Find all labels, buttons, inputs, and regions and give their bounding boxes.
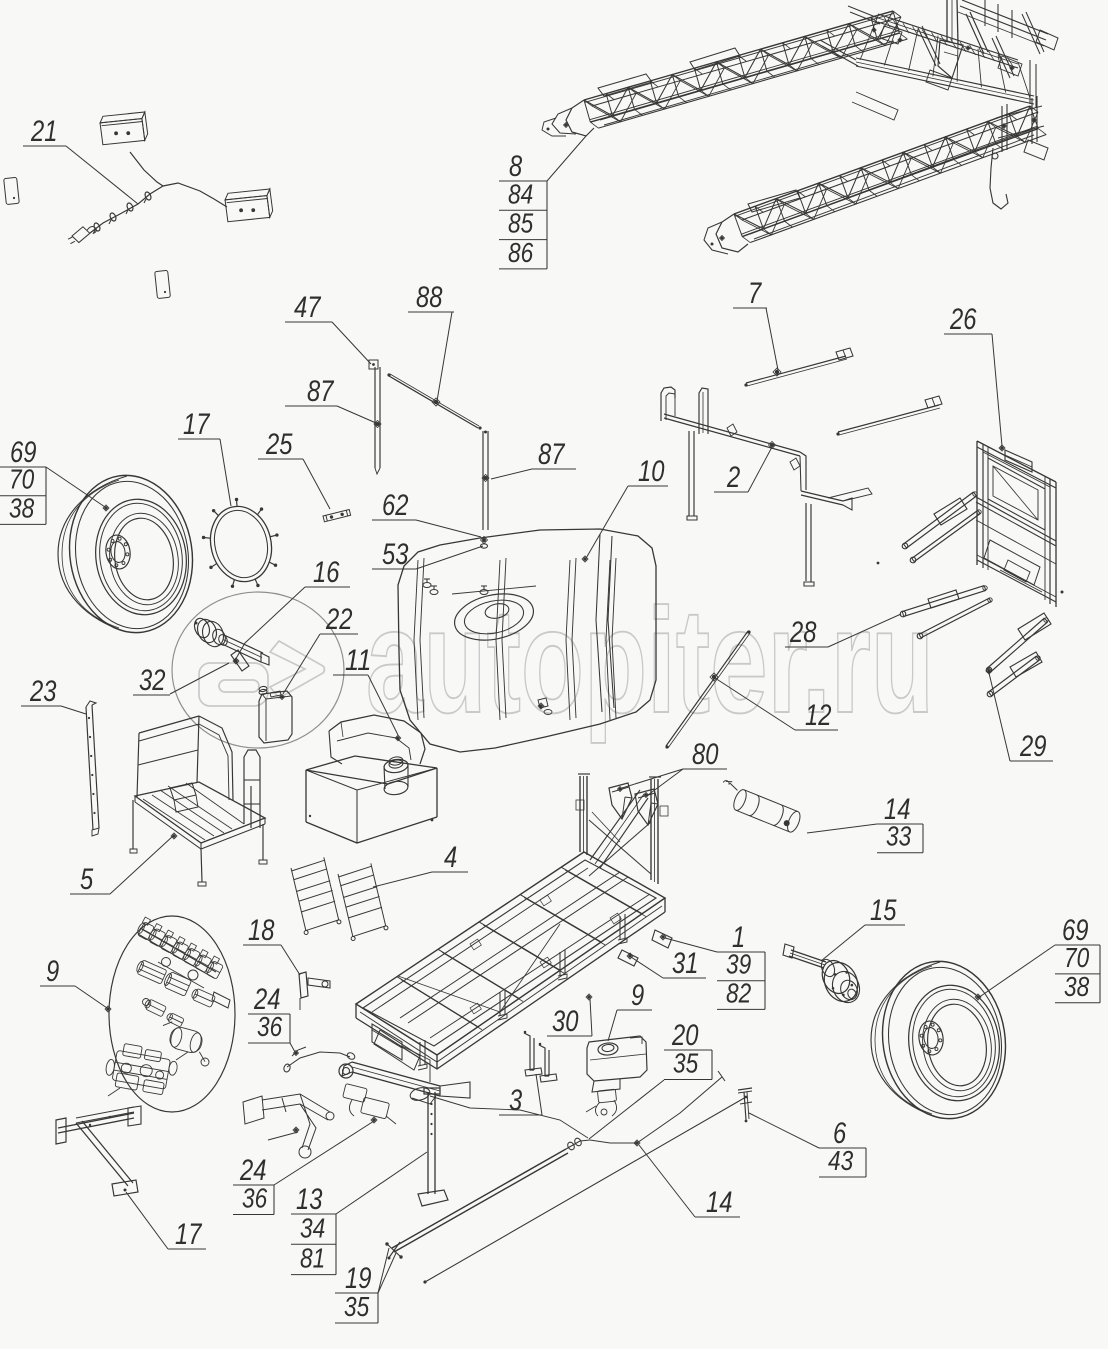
svg-text:81: 81	[300, 1243, 325, 1274]
svg-text:87: 87	[538, 438, 565, 471]
svg-text:18: 18	[248, 914, 275, 947]
svg-text:16: 16	[313, 556, 340, 589]
svg-text:35: 35	[344, 1291, 370, 1322]
svg-text:30: 30	[552, 1005, 579, 1038]
svg-text:34: 34	[300, 1212, 325, 1243]
svg-text:47: 47	[294, 291, 321, 324]
svg-text:21: 21	[30, 115, 57, 148]
svg-text:80: 80	[692, 738, 719, 771]
svg-text:17: 17	[183, 408, 210, 441]
svg-text:36: 36	[257, 1011, 283, 1042]
svg-text:70: 70	[1064, 942, 1090, 973]
svg-text:29: 29	[1019, 730, 1046, 763]
svg-text:36: 36	[242, 1183, 268, 1214]
svg-text:39: 39	[726, 949, 751, 980]
svg-text:33: 33	[886, 821, 912, 852]
svg-text:85: 85	[508, 208, 534, 239]
svg-text:86: 86	[508, 237, 534, 268]
svg-text:4: 4	[444, 841, 457, 874]
svg-text:84: 84	[508, 178, 533, 209]
svg-text:9: 9	[631, 979, 644, 1012]
svg-text:25: 25	[265, 428, 292, 461]
svg-text:26: 26	[949, 303, 976, 336]
svg-text:2: 2	[726, 461, 740, 494]
svg-text:13: 13	[296, 1183, 323, 1216]
svg-text:5: 5	[80, 863, 93, 896]
svg-text:9: 9	[46, 955, 59, 988]
svg-text:3: 3	[509, 1084, 522, 1117]
svg-text:15: 15	[870, 894, 897, 927]
svg-text:35: 35	[673, 1048, 699, 1079]
svg-text:28: 28	[789, 616, 816, 649]
svg-text:43: 43	[828, 1145, 854, 1176]
svg-text:62: 62	[382, 489, 409, 522]
svg-text:87: 87	[307, 375, 334, 408]
svg-text:10: 10	[638, 455, 665, 488]
svg-text:32: 32	[139, 664, 166, 697]
svg-text:31: 31	[672, 947, 698, 980]
svg-text:53: 53	[382, 538, 409, 571]
svg-text:7: 7	[748, 277, 762, 310]
svg-text:23: 23	[29, 675, 56, 708]
svg-text:11: 11	[345, 644, 371, 677]
svg-text:88: 88	[416, 281, 443, 314]
svg-text:autopiter.ru: autopiter.ru	[366, 577, 934, 744]
svg-text:22: 22	[325, 603, 352, 636]
svg-text:12: 12	[805, 699, 832, 732]
svg-text:38: 38	[9, 492, 35, 523]
svg-text:14: 14	[706, 1186, 732, 1219]
svg-text:17: 17	[175, 1218, 202, 1251]
svg-text:70: 70	[9, 464, 35, 495]
svg-text:82: 82	[726, 977, 752, 1008]
svg-text:38: 38	[1064, 971, 1090, 1002]
